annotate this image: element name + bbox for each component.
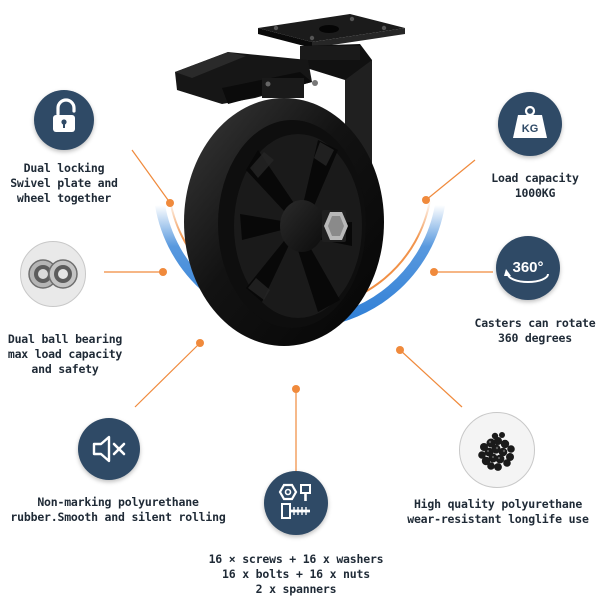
text-line: High quality polyurethane — [413, 497, 583, 511]
feature-label-non-marking: Non-marking polyurethane rubber.Smooth a… — [2, 495, 234, 525]
screw-bolt-nut-icon — [278, 483, 311, 519]
feature-label-rotate-360: Casters can rotate 360 degrees — [470, 316, 600, 346]
text-line: 1000KG — [514, 186, 556, 200]
text-line: Casters can rotate — [474, 316, 596, 330]
feature-label-dual-locking: Dual locking Swivel plate and wheel toge… — [0, 161, 128, 206]
text-line: and safety — [31, 362, 99, 376]
ball-bearing-icon — [28, 259, 78, 289]
text-line: Dual locking — [23, 161, 105, 175]
feature-label-hardware: 16 × screws + 16 x washers 16 x bolts + … — [186, 552, 406, 597]
mounting-plate — [258, 14, 405, 48]
feature-label-load-capacity: Load capacity 1000KG — [470, 171, 600, 201]
feature-badge-dual-locking — [34, 90, 94, 150]
text-line: 360 degrees — [498, 331, 572, 345]
feature-badge-hardware — [264, 471, 328, 535]
feature-label-ball-bearing: Dual ball bearing max load capacity and … — [0, 332, 130, 377]
feature-badge-load-capacity: KG — [498, 92, 562, 156]
feature-badge-polyurethane — [459, 412, 535, 488]
text-line: 2 x spanners — [255, 582, 337, 596]
speaker-mute-icon — [92, 435, 126, 463]
svg-text:360°: 360° — [512, 259, 543, 276]
text-line: Dual ball bearing — [7, 332, 123, 346]
polyurethane-granules-icon — [478, 432, 515, 471]
feature-label-polyurethane: High quality polyurethane wear-resistant… — [396, 497, 600, 527]
connector-lines — [104, 149, 493, 472]
brake-lever — [175, 52, 318, 104]
connector-dots — [159, 196, 438, 393]
axle-hub — [280, 200, 348, 252]
feature-badge-rotate-360: 360° — [496, 236, 560, 300]
text-line: max load capacity — [7, 347, 123, 361]
text-line: Load capacity — [491, 171, 579, 185]
padlock-open-icon — [53, 98, 76, 132]
kg-weight-icon: KG — [513, 105, 547, 138]
svg-text:KG: KG — [522, 123, 539, 135]
text-line: Non-marking polyurethane — [37, 495, 199, 509]
text-line: wheel together — [16, 191, 112, 205]
feature-badge-non-marking — [78, 418, 140, 480]
text-line: 16 x bolts + 16 x nuts — [222, 567, 370, 581]
text-line: rubber.Smooth and silent rolling — [10, 510, 226, 524]
rotate-360-icon: 360° — [504, 259, 549, 283]
text-line: 16 × screws + 16 x washers — [208, 552, 384, 566]
feature-badge-ball-bearing — [20, 241, 86, 307]
text-line: Swivel plate and — [10, 176, 118, 190]
text-line: wear-resistant longlife use — [407, 512, 589, 526]
